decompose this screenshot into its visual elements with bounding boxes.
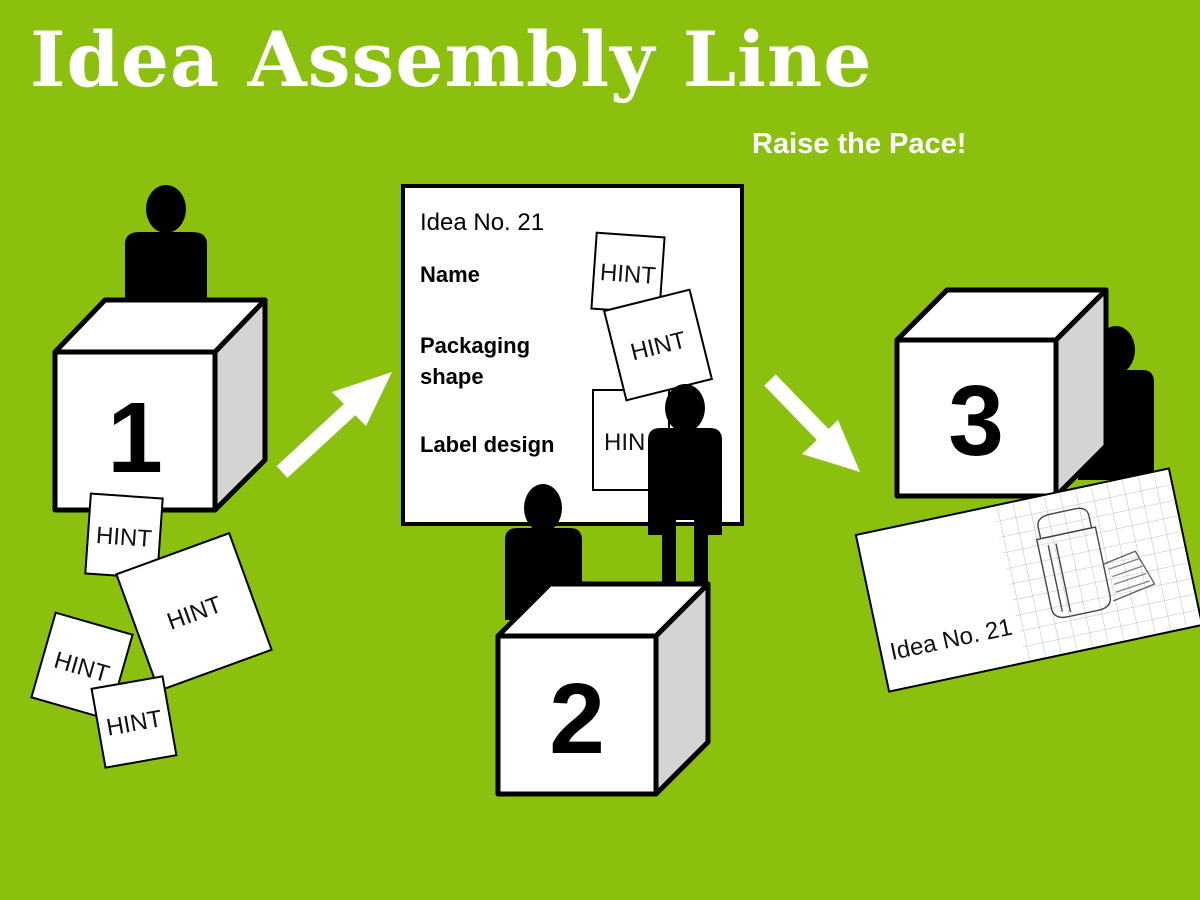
board-field-name: Name <box>420 262 480 287</box>
hint-card: HINT <box>90 675 178 769</box>
board-hint-card: HINT <box>602 288 714 402</box>
station-cube-2 <box>495 581 711 797</box>
bottle-sketch-icon <box>1035 507 1156 619</box>
station-number-3: 3 <box>948 365 1004 477</box>
board-idea-title: Idea No. 21 <box>420 209 544 236</box>
svg-text:HINT: HINT <box>95 522 153 553</box>
svg-text:HINT: HINT <box>599 259 657 290</box>
svg-text:HIN: HIN <box>604 429 645 456</box>
flow-arrow-right-down <box>764 374 860 472</box>
worker-figure-1 <box>125 185 207 305</box>
board-field-label-design: Label design <box>420 432 554 457</box>
board-field-packaging-line2: shape <box>420 364 484 389</box>
hint-card: HINT <box>84 492 164 580</box>
station-number-1: 1 <box>107 382 163 494</box>
page-subtitle: Raise the Pace! <box>752 128 967 160</box>
station-cube-1 <box>52 297 268 513</box>
board-field-packaging: Packaging <box>420 333 530 358</box>
worker-figure-2 <box>648 384 722 590</box>
station-number-2: 2 <box>549 663 605 775</box>
result-sketch-card <box>854 467 1200 693</box>
station-cube-3 <box>894 287 1109 499</box>
page-title: Idea Assembly Line <box>30 15 873 104</box>
hint-card: HINT <box>115 531 273 693</box>
flow-arrow-right-up <box>276 372 392 478</box>
board-hint-card: HINT <box>590 231 666 315</box>
